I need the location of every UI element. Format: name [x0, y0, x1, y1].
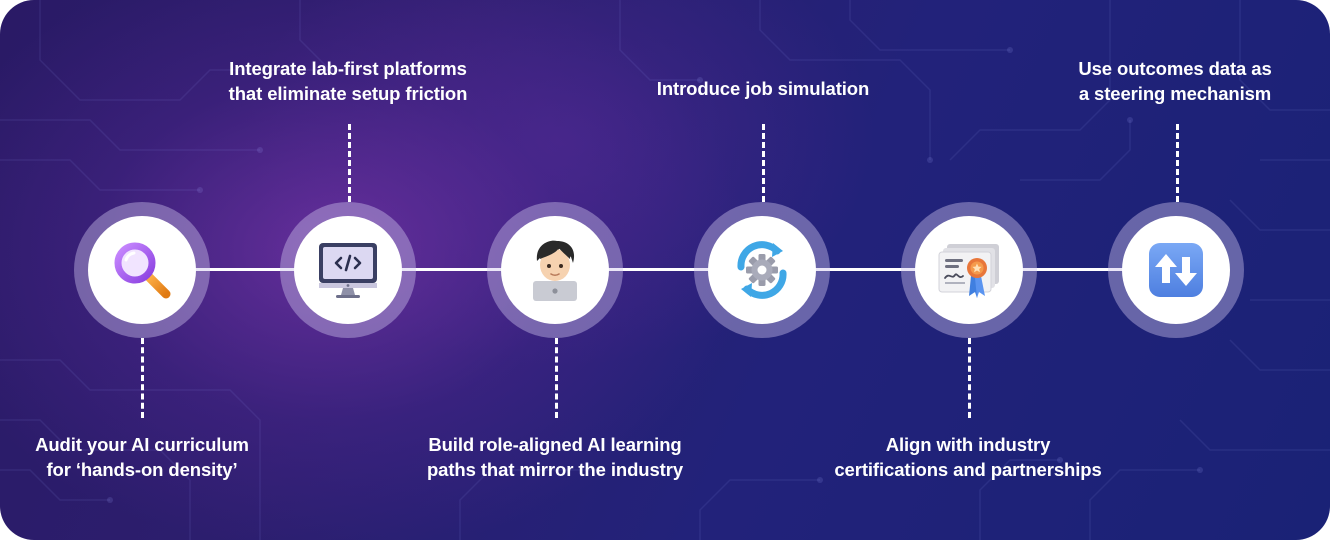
connector-outcomes: [1176, 124, 1179, 202]
step-node-audit: [74, 202, 210, 338]
step-node-build: [487, 202, 623, 338]
step-label-align: Align with industry certifications and p…: [818, 432, 1118, 482]
label-line: Build role-aligned AI learning: [428, 434, 682, 455]
label-line: that eliminate setup friction: [228, 83, 468, 104]
up-down-arrows-icon: [1149, 243, 1203, 297]
connector-simulate: [762, 124, 765, 202]
label-line: Audit your AI curriculum: [35, 434, 249, 455]
label-line: Integrate lab-first platforms: [229, 58, 467, 79]
connector-integrate: [348, 124, 351, 202]
label-line: Align with industry: [885, 434, 1051, 455]
step-label-build: Build role-aligned AI learning paths tha…: [415, 432, 695, 482]
connector-align: [968, 338, 971, 418]
gear-cycle-icon: [737, 241, 787, 299]
label-line: Use outcomes data as: [1078, 58, 1272, 79]
timeline-connector: [142, 268, 1176, 271]
label-line: for ‘hands-on density’: [46, 459, 238, 480]
step-label-simulate: Introduce job simulation: [632, 76, 894, 101]
step-node-integrate: [280, 202, 416, 338]
label-line: paths that mirror the industry: [426, 459, 684, 480]
label-line: certifications and partnerships: [834, 459, 1102, 480]
label-line: a steering mechanism: [1078, 83, 1272, 104]
code-monitor-icon: [319, 243, 377, 298]
step-label-audit: Audit your AI curriculum for ‘hands-on d…: [20, 432, 264, 482]
step-node-simulate: [694, 202, 830, 338]
developer-laptop-icon: [533, 240, 577, 301]
connector-audit: [141, 338, 144, 418]
certificate-icon: [938, 244, 999, 298]
magnifying-glass-icon: [114, 242, 171, 299]
step-label-integrate: Integrate lab-first platforms that elimi…: [208, 56, 488, 106]
step-node-outcomes: [1108, 202, 1244, 338]
step-label-outcomes: Use outcomes data as a steering mechanis…: [1060, 56, 1290, 106]
connector-build: [555, 338, 558, 418]
step-node-align: [901, 202, 1037, 338]
label-line: Introduce job simulation: [656, 78, 870, 99]
